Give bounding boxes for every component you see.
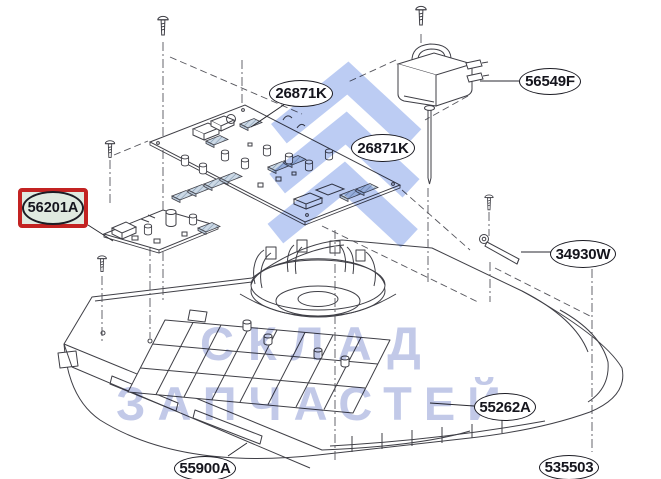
screw-icon [104, 140, 116, 158]
fan-shroud [239, 239, 397, 318]
main-pcb [148, 104, 402, 226]
part-label-26871k-a[interactable]: 26871K [269, 80, 333, 107]
screw-icon [415, 5, 427, 26]
link-rod [479, 234, 520, 265]
part-label-34930w[interactable]: 34930W [550, 240, 616, 268]
screw-icon [97, 255, 107, 273]
base-assembly [57, 239, 624, 469]
fan-motor [396, 43, 490, 185]
part-label-55262a[interactable]: 55262A [474, 393, 536, 421]
power-pcb [102, 209, 221, 254]
part-label-56201a[interactable]: 56201A [22, 191, 84, 225]
part-label-56549f[interactable]: 56549F [519, 68, 581, 95]
part-label-26871k-b[interactable]: 26871K [351, 134, 415, 162]
leader-lines [87, 80, 551, 457]
part-label-535503[interactable]: 535503 [539, 455, 599, 479]
part-label-55900a[interactable]: 55900A [174, 456, 236, 479]
screw-icon [157, 15, 169, 36]
deck-bosses [242, 319, 350, 368]
screw-icon [484, 194, 494, 211]
part-label-56201a-highlight[interactable]: 56201A [18, 188, 88, 228]
